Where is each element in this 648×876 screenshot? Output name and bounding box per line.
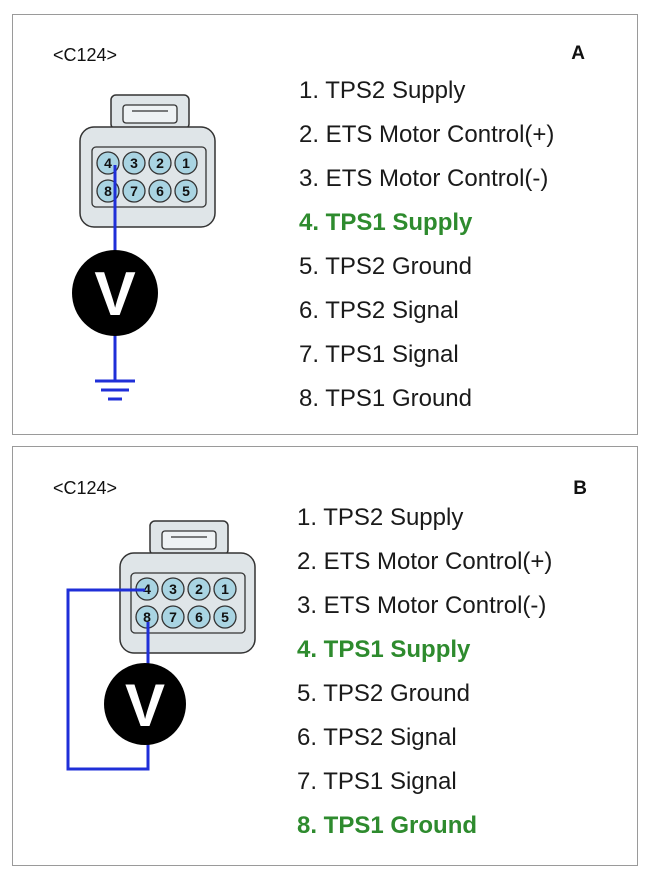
pin-number: 6 bbox=[156, 183, 164, 199]
probe-wire-pin4 bbox=[66, 588, 150, 771]
pin-number: 3 bbox=[130, 155, 138, 171]
pin-number: 8 bbox=[143, 609, 151, 625]
pin-label-8: 8. TPS1 Ground bbox=[299, 385, 472, 412]
pin-6-socket bbox=[148, 179, 172, 203]
pin-label-2: 2. ETS Motor Control(+) bbox=[299, 121, 555, 148]
pin-3-socket bbox=[161, 577, 185, 601]
connector-id: <C124> bbox=[53, 478, 118, 498]
pin-label-4: 4. TPS1 Supply bbox=[297, 636, 471, 663]
pin-label-6: 6. TPS2 Signal bbox=[299, 297, 459, 324]
pin-list: 1. TPS2 Supply 2. ETS Motor Control(+) 3. … bbox=[297, 496, 552, 848]
pin-6-socket bbox=[187, 605, 211, 629]
panel-letter: A bbox=[571, 43, 585, 64]
pin-7-socket bbox=[122, 179, 146, 203]
panel-a: <C124> A 4 3 2 1 8 7 6 5 V 1. TPS2 Supply 2. ETS… bbox=[12, 14, 638, 435]
pin-number: 1 bbox=[182, 155, 190, 171]
pin-number: 4 bbox=[104, 155, 112, 171]
meter-label: V bbox=[125, 672, 165, 739]
pin-3-socket bbox=[122, 151, 146, 175]
voltmeter-icon: V bbox=[104, 663, 186, 745]
pin-list: 1. TPS2 Supply 2. ETS Motor Control(+) 3. … bbox=[299, 69, 554, 421]
pin-label-1: 1. TPS2 Supply bbox=[297, 504, 464, 531]
pin-label-5: 5. TPS2 Ground bbox=[297, 680, 470, 707]
pin-number: 4 bbox=[143, 581, 151, 597]
pin-7-socket bbox=[161, 605, 185, 629]
pin-label-6: 6. TPS2 Signal bbox=[297, 724, 457, 751]
pin-label-3: 3. ETS Motor Control(-) bbox=[297, 592, 547, 619]
pin-label-4: 4. TPS1 Supply bbox=[299, 209, 473, 236]
meter-label: V bbox=[94, 260, 135, 329]
connector-latch bbox=[149, 520, 229, 556]
pin-2-socket bbox=[187, 577, 211, 601]
pin-number: 8 bbox=[104, 183, 112, 199]
pin-5-socket bbox=[174, 179, 198, 203]
panel-b: <C124> B 4 3 2 1 8 7 6 5 V 1. TPS2 Supply 2. ETS… bbox=[12, 446, 638, 866]
pin-number: 2 bbox=[195, 581, 203, 597]
pin-label-5: 5. TPS2 Ground bbox=[299, 253, 472, 280]
pin-label-2: 2. ETS Motor Control(+) bbox=[297, 548, 553, 575]
pin-number: 3 bbox=[169, 581, 177, 597]
connector-pins: 4 3 2 1 8 7 6 5 bbox=[135, 577, 237, 629]
pin-2-socket bbox=[148, 151, 172, 175]
pin-number: 5 bbox=[221, 609, 229, 625]
pin-5-socket bbox=[213, 605, 237, 629]
pin-label-3: 3. ETS Motor Control(-) bbox=[299, 165, 549, 192]
pin-number: 7 bbox=[169, 609, 177, 625]
panel-letter: B bbox=[573, 478, 587, 499]
wiring-diagram-b: 4 3 2 1 8 7 6 5 V bbox=[66, 520, 256, 771]
pin-number: 5 bbox=[182, 183, 190, 199]
connector-id: <C124> bbox=[53, 45, 118, 65]
voltmeter-icon: V bbox=[72, 250, 158, 336]
pin-label-7: 7. TPS1 Signal bbox=[299, 341, 459, 368]
pin-1-socket bbox=[213, 577, 237, 601]
pin-label-8: 8. TPS1 Ground bbox=[297, 812, 478, 839]
pin-number: 2 bbox=[156, 155, 164, 171]
pin-label-7: 7. TPS1 Signal bbox=[297, 768, 457, 795]
connector-latch bbox=[110, 94, 190, 130]
pin-number: 7 bbox=[130, 183, 138, 199]
pin-label-1: 1. TPS2 Supply bbox=[299, 77, 466, 104]
pin-1-socket bbox=[174, 151, 198, 175]
pin-number: 1 bbox=[221, 581, 229, 597]
pin-number: 6 bbox=[195, 609, 203, 625]
ground-symbol-icon bbox=[95, 379, 135, 401]
wiring-diagram-a: 4 3 2 1 8 7 6 5 V bbox=[72, 94, 216, 401]
